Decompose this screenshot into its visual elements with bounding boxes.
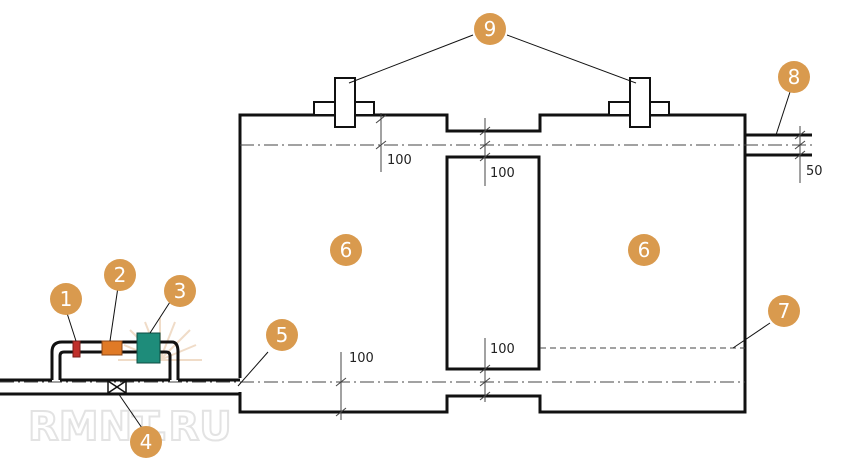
watermark: RMNT.RU bbox=[27, 318, 233, 451]
badge-8: 8 bbox=[778, 61, 810, 93]
badge-7: 7 bbox=[768, 295, 800, 327]
svg-text:5: 5 bbox=[276, 323, 289, 347]
badge-4: 4 bbox=[130, 426, 162, 458]
outlet-pipe bbox=[745, 133, 812, 157]
top-fitting-left bbox=[313, 77, 375, 128]
svg-text:7: 7 bbox=[778, 299, 791, 323]
badge-3: 3 bbox=[164, 275, 196, 307]
svg-text:3: 3 bbox=[174, 279, 187, 303]
badge-2: 2 bbox=[104, 259, 136, 291]
leader-lines bbox=[65, 34, 791, 429]
svg-text:4: 4 bbox=[140, 430, 153, 454]
tank-outline bbox=[238, 113, 747, 414]
component-2-filter bbox=[101, 340, 123, 356]
dimension-markers bbox=[335, 113, 806, 420]
component-1-valve bbox=[72, 340, 81, 358]
top-fitting-right bbox=[608, 77, 670, 128]
svg-text:8: 8 bbox=[788, 65, 801, 89]
dimension-top-offset: 100 bbox=[387, 153, 412, 168]
dimension-bottom-offset: 100 bbox=[349, 351, 374, 366]
dimension-middle-top: 100 bbox=[490, 166, 515, 181]
component-4-valve-icon bbox=[107, 379, 127, 395]
inner-partition bbox=[445, 155, 541, 371]
svg-text:2: 2 bbox=[114, 263, 127, 287]
badge-6-left: 6 bbox=[330, 234, 362, 266]
dimension-outlet-offset: 50 bbox=[806, 164, 823, 179]
dimension-middle-bottom: 100 bbox=[490, 342, 515, 357]
svg-text:6: 6 bbox=[638, 238, 651, 262]
badge-5: 5 bbox=[266, 319, 298, 351]
svg-text:9: 9 bbox=[484, 17, 497, 41]
svg-text:6: 6 bbox=[340, 238, 353, 262]
component-3-pump bbox=[136, 332, 161, 364]
badge-6-right: 6 bbox=[628, 234, 660, 266]
badge-1: 1 bbox=[50, 283, 82, 315]
badge-9: 9 bbox=[474, 13, 506, 45]
svg-text:1: 1 bbox=[60, 287, 73, 311]
